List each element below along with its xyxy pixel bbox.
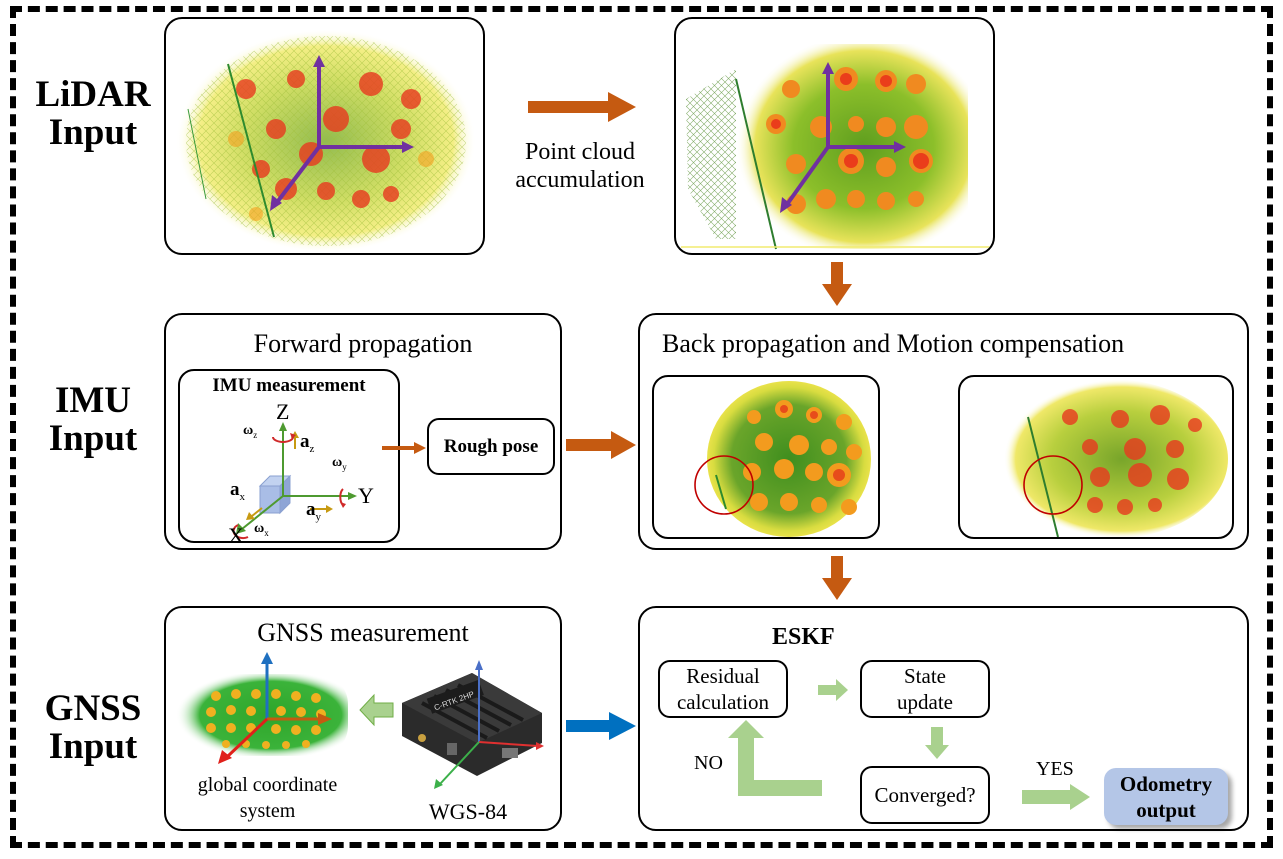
gnss-to-eskf-arrow [566,712,636,740]
state-to-converged-arrow [925,727,949,759]
row-label-gnss: GNSS Input [18,690,168,766]
omega-x-symbol: ω [254,521,265,536]
row-label-lidar: LiDAR Input [18,76,168,152]
eskf-title: ESKF [772,624,835,650]
gnss-to-global-arrow [359,693,394,727]
state-line2: update [897,690,953,714]
omega-x-subscript: x [264,527,269,538]
residual-to-state-arrow [818,679,848,701]
yes-label: YES [1036,758,1074,780]
gnss-receiver-device-image: C-RTK 2HP [402,660,544,789]
global-caption-line2: system [239,800,296,822]
accumulated-point-cloud-image [681,44,992,250]
omega-z-label: ωz [243,423,257,440]
accumulation-arrow [528,92,636,122]
gnss-measurement-panel: GNSS measurement [164,606,562,831]
odometry-line1: Odometry [1119,771,1213,796]
a-y-label: ay [306,499,321,523]
a-y-subscript: y [315,510,322,523]
converged-box: Converged? [860,766,990,824]
state-update-box: State update [860,660,990,718]
raw-scan-panel [164,17,485,255]
forward-to-back-arrow [566,431,636,459]
state-line1: State [903,664,946,688]
rough-pose-box: Rough pose [427,418,555,475]
row-label-imu: IMU Input [18,382,168,458]
back-propagation-title: Back propagation and Motion compensation [662,329,1125,358]
a-x-label: ax [230,479,245,503]
global-point-cloud-image [176,652,348,764]
gnss-label-line2: Input [48,726,138,767]
no-label: NO [694,752,723,774]
a-z-label: az [300,431,314,455]
axis-label-z: Z [276,399,290,424]
a-z-symbol: a [300,431,310,452]
imu-measurement-box: IMU measurement [178,369,400,548]
global-caption-line1: global coordinate [197,774,338,796]
imu-measurement-title: IMU measurement [212,375,366,396]
accumulation-caption-line1: Point cloud [524,139,635,165]
residual-line2: calculation [676,690,770,714]
omega-y-subscript: y [342,461,347,472]
distorted-point-cloud-image [992,379,1228,537]
odometry-line2: output [1136,797,1196,822]
omega-x-label: ωx [254,521,269,538]
axis-label-y: Y [358,483,374,508]
raw-point-cloud-image [176,29,476,253]
global-coordinate-caption: global coordinate system [180,772,355,824]
a-z-subscript: z [309,442,315,455]
omega-z-symbol: ω [243,423,254,438]
forward-propagation-panel: Forward propagation IMU measurement [164,313,562,550]
omega-z-subscript: z [253,429,258,440]
accumulated-scan-panel [674,17,995,255]
axis-label-x: X [228,523,244,548]
yes-arrow [1022,784,1090,810]
accumulation-caption: Point cloud accumulation [490,138,670,194]
residual-calculation-box: Residual calculation [658,660,788,718]
forward-propagation-title: Forward propagation [253,329,473,358]
outer-dashed-frame [10,6,1273,848]
a-x-subscript: x [239,490,246,503]
imu-label-line1: IMU [54,380,132,421]
no-loop-arrow [728,720,822,796]
down-arrow-1 [822,262,852,306]
accumulation-caption-line2: accumulation [515,167,645,193]
imu-label-line2: Input [48,418,138,459]
residual-line1: Residual [686,664,760,688]
gnss-label-line1: GNSS [44,688,142,729]
down-arrow-2 [822,556,852,600]
compensated-cloud-panel [652,375,880,539]
omega-y-label: ωy [332,455,347,472]
imu-axes-diagram [232,422,357,540]
lidar-label-line2: Input [48,112,138,153]
wgs84-caption: WGS-84 [428,799,508,824]
a-y-symbol: a [306,499,316,520]
motion-compensated-point-cloud-image [694,381,871,537]
a-x-symbol: a [230,479,240,500]
eskf-panel: ESKF Residual calculation State update C… [638,606,1249,831]
imu-to-pose-arrow [382,442,426,454]
back-propagation-panel: Back propagation and Motion compensation [638,313,1249,550]
lidar-label-line1: LiDAR [35,74,151,115]
distorted-cloud-panel [958,375,1234,539]
omega-y-symbol: ω [332,455,343,470]
gnss-measurement-title: GNSS measurement [257,618,469,647]
odometry-output-box: Odometry output [1104,768,1228,825]
